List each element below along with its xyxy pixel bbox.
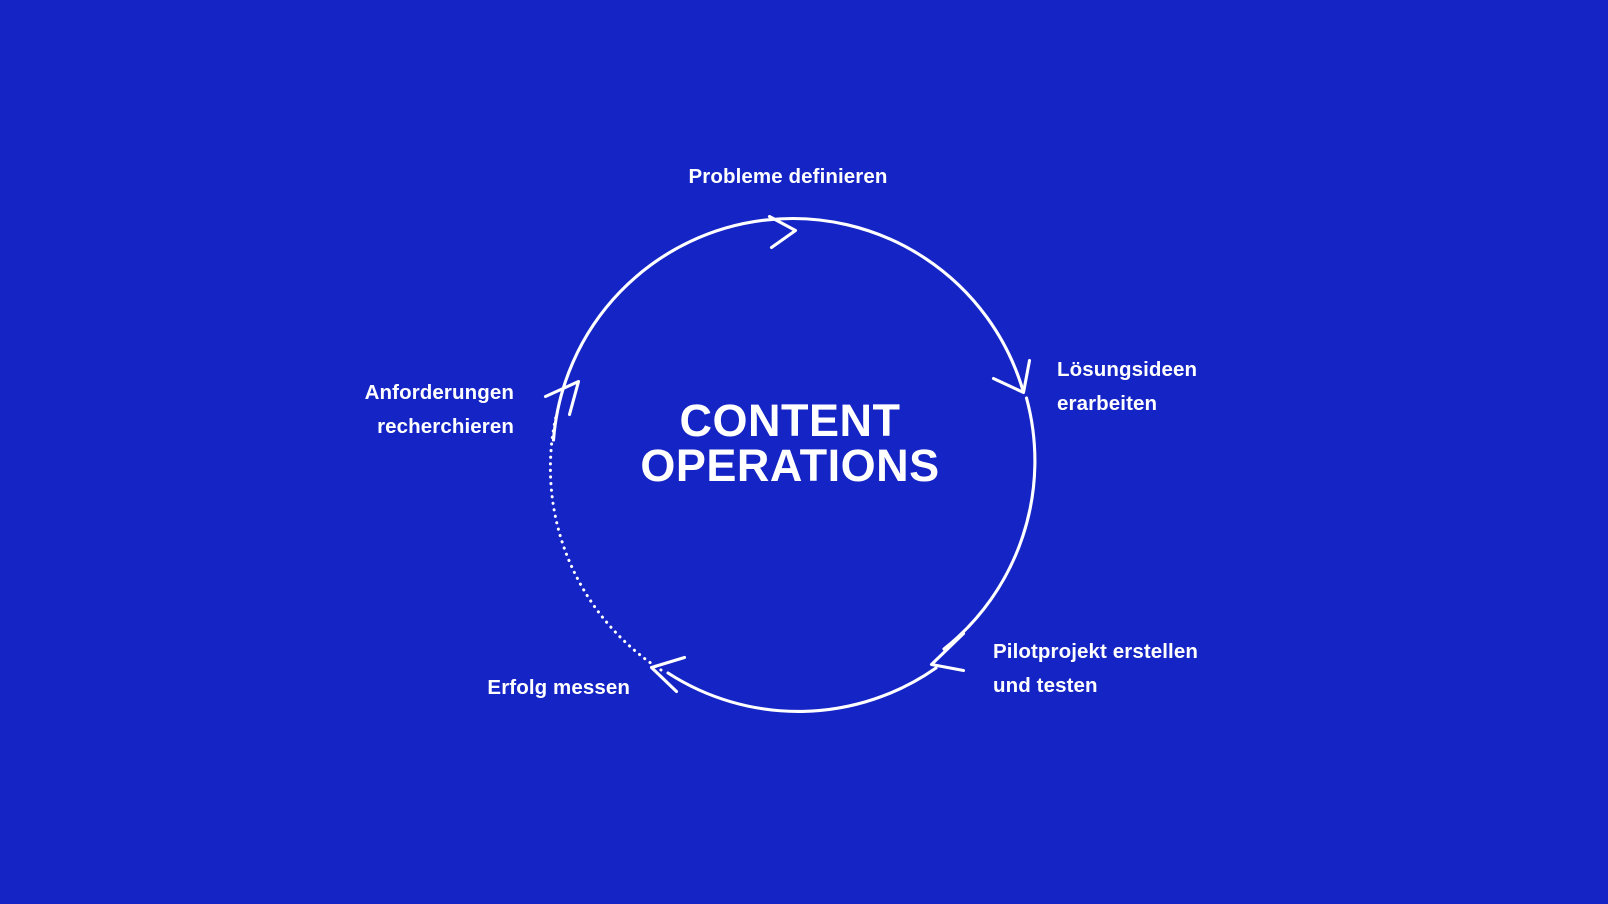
arc-solid-top — [551, 216, 1025, 442]
arrowhead-left-icon — [649, 655, 687, 694]
cycle-step-label-measure-success: Erfolg messen — [487, 676, 630, 699]
arc-dotted-left — [548, 410, 663, 672]
cycle-step-label-research-requirements: Anforderungen recherchieren — [364, 381, 514, 439]
arrowhead-down-left-icon — [929, 631, 966, 673]
arc-solid-right — [942, 396, 1037, 651]
arc-solid-bottom — [666, 666, 938, 713]
cycle-step-label-develop-solutions: Lösungsideen erarbeiten — [1057, 358, 1198, 416]
arrowhead-up-right-icon — [543, 379, 581, 417]
cycle-step-label-pilot-project: Pilotprojekt erstellen und testen — [993, 640, 1198, 698]
page-title: CONTENT OPERATIONS — [640, 395, 940, 491]
cycle-step-label-define-problems: Probleme definieren — [688, 165, 888, 188]
arrowhead-down-right-icon — [991, 358, 1032, 395]
arrowhead-right-icon — [767, 214, 798, 250]
